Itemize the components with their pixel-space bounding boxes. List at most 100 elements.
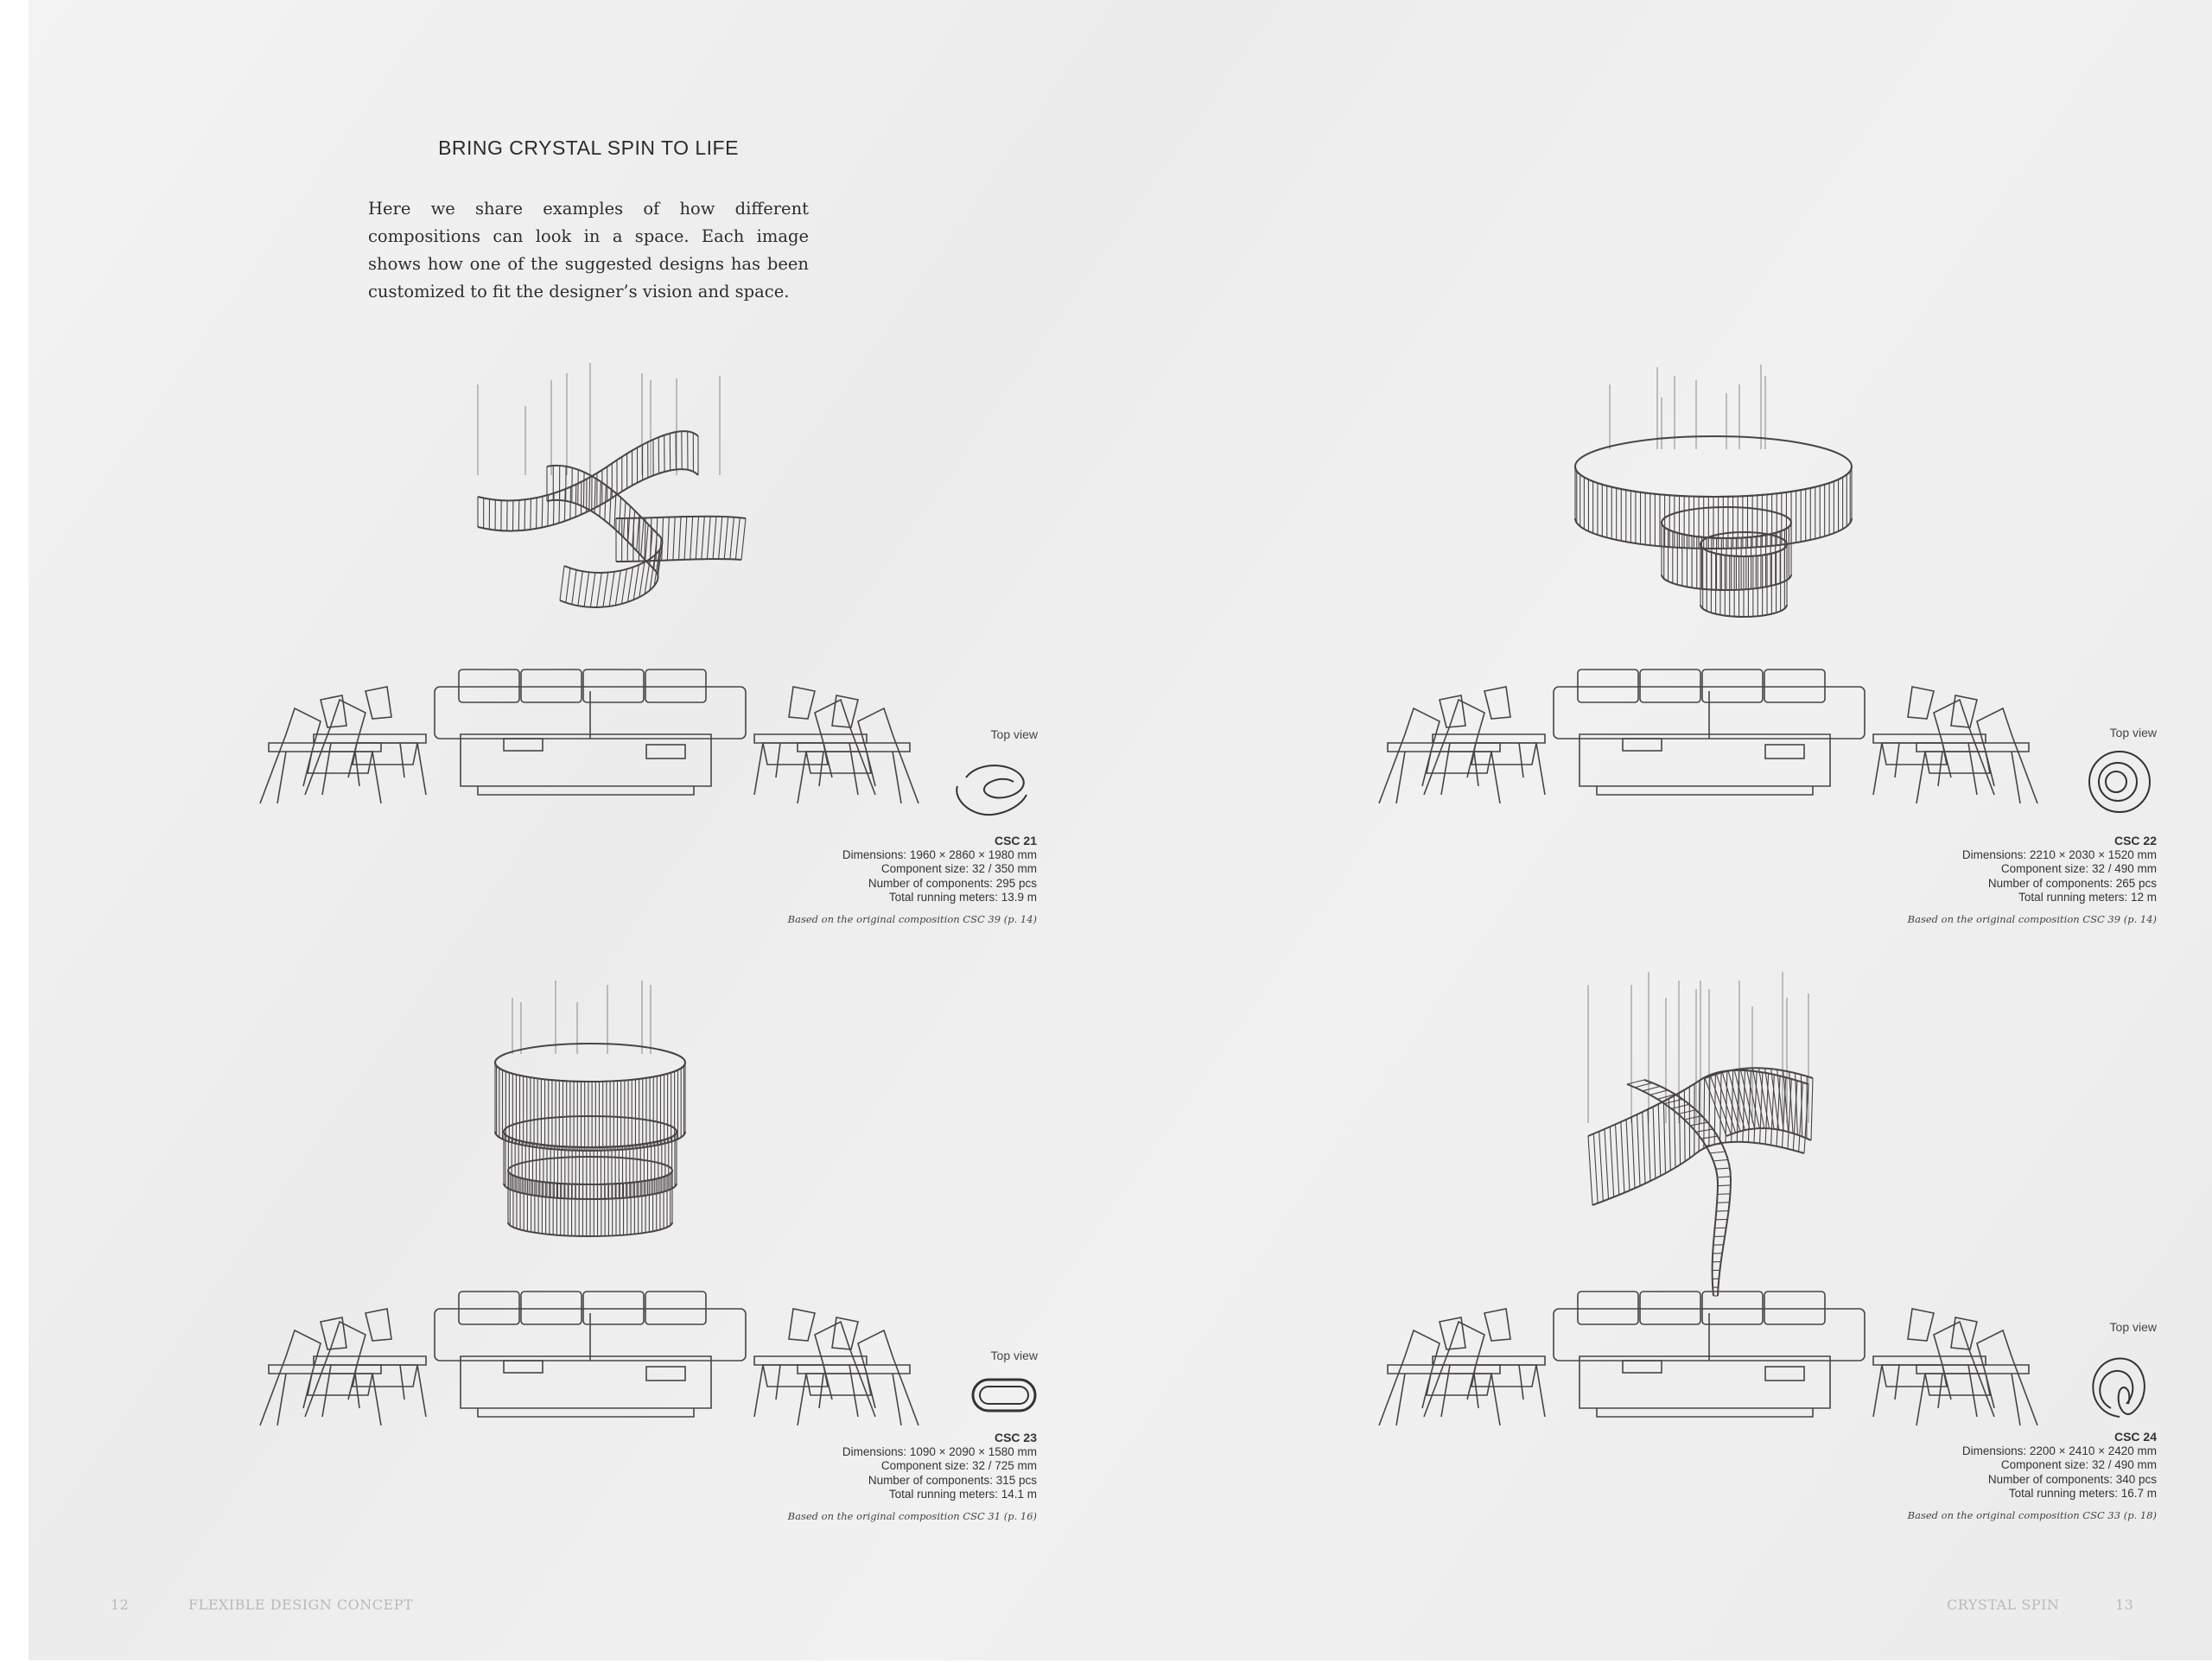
crystal-ribbon: [507, 1170, 673, 1237]
based-on-note: Based on the original composition CSC 31…: [787, 1509, 1037, 1522]
crystal-ribbon: [1704, 1067, 1814, 1141]
crystal-rod: [672, 517, 676, 561]
crystal-rod: [1787, 1078, 1792, 1149]
running-meters: Total running meters: 13.9 m: [888, 891, 1037, 904]
top-view-label: Top view: [990, 1349, 1038, 1362]
top-view-label: Top view: [2109, 1320, 2157, 1334]
crystal-rod: [1781, 1077, 1787, 1148]
crystal-rod: [1652, 1107, 1656, 1179]
spec-block-csc24: CSC 24 Dimensions: 2200 × 2410 × 2420 mm…: [1759, 1430, 2157, 1522]
furniture-group: [1378, 1291, 2038, 1426]
crystal-rod: [594, 478, 596, 513]
based-on-note: Based on the original composition CSC 39…: [1907, 912, 2157, 925]
crystal-rod: [1657, 1094, 1676, 1100]
armchair: [304, 1308, 427, 1418]
crystal-rod: [541, 496, 543, 528]
running-meters: Total running meters: 14.1 m: [888, 1488, 1037, 1501]
crystal-rod: [1713, 1158, 1728, 1162]
top-view-icon-csc22: [2088, 751, 2151, 813]
crystal-rod: [632, 564, 639, 600]
crystal-rod: [1783, 1070, 1789, 1133]
crystal-rod: [582, 472, 585, 507]
sofa: [1553, 669, 1866, 739]
component-size: Component size: 32 / 490 mm: [2000, 862, 2157, 875]
furniture-group: [259, 669, 919, 804]
top-view-icon-csc23: [971, 1378, 1037, 1412]
crystal-rod: [1599, 1131, 1604, 1202]
crystal-ribbon: [1626, 1079, 1732, 1297]
spec-block-csc23: CSC 23 Dimensions: 1090 × 2090 × 1580 mm…: [639, 1431, 1037, 1523]
crystal-rod: [723, 517, 729, 560]
brochure-spread: BRING CRYSTAL SPIN TO LIFE Here we share…: [29, 0, 2212, 1660]
crystal-rod: [583, 572, 590, 607]
crystal-rod: [1700, 1135, 1718, 1139]
crystal-rod: [1715, 1074, 1737, 1133]
chandelier-csc22: [1574, 365, 1853, 618]
crystal-rod: [1708, 1075, 1711, 1146]
crystal-rod: [1690, 1121, 1708, 1127]
top-view-icon-csc24: [2092, 1357, 2145, 1418]
crystal-rod: [653, 549, 660, 587]
left-page-number: 12: [111, 1596, 130, 1613]
crystal-rod: [1668, 1098, 1671, 1171]
crystal-rod: [1717, 1193, 1731, 1196]
composition-code: CSC 21: [994, 834, 1037, 847]
crystal-rod: [588, 474, 591, 511]
crystal-rod: [1710, 1076, 1732, 1135]
crystal-rod: [552, 492, 555, 525]
component-count: Number of components: 315 pcs: [868, 1473, 1037, 1487]
crystal-rod: [1587, 1135, 1593, 1206]
crystal-rod: [644, 558, 651, 594]
armchair: [1423, 1308, 1546, 1418]
composition-code: CSC 23: [994, 1431, 1037, 1444]
crystal-rod: [1721, 1072, 1741, 1132]
armchair: [753, 1308, 876, 1418]
crystal-rod: [602, 572, 609, 607]
crystal-ribbon: [494, 1062, 686, 1152]
furniture-group: [1378, 669, 2038, 804]
crystal-rod: [661, 517, 664, 561]
crystal-rod: [639, 562, 645, 598]
right-page-number: 13: [2115, 1596, 2134, 1613]
crystal-rod: [1634, 1082, 1653, 1089]
coffee-table: [1579, 1355, 1831, 1418]
crystal-rod: [636, 515, 640, 551]
crystal-rod: [613, 492, 617, 529]
crystal-rod: [1800, 1074, 1803, 1137]
crystal-rod: [632, 517, 635, 562]
crystal-rod: [1716, 1210, 1729, 1212]
crystal-rod: [1715, 1167, 1730, 1170]
crystal-rod: [1684, 1115, 1702, 1120]
scene-csc21-illustration: [259, 363, 919, 804]
crystal-rod: [1604, 1128, 1610, 1200]
crystal-rod: [729, 517, 734, 560]
top-view-label: Top view: [990, 727, 1038, 741]
crystal-rod: [608, 571, 615, 606]
component-count: Number of components: 340 pcs: [1987, 1472, 2157, 1486]
intro-paragraph: Here we share examples of how different …: [368, 199, 809, 301]
crystal-rod: [1719, 1071, 1722, 1144]
crystal-rod: [741, 517, 747, 561]
crystal-rod: [690, 516, 694, 560]
crystal-rod: [712, 516, 717, 560]
armchair: [304, 686, 427, 796]
crystal-rod: [734, 517, 741, 560]
top-view-icon-csc21: [956, 765, 1027, 816]
crystal-rod: [596, 572, 602, 608]
component-count: Number of components: 295 pcs: [868, 876, 1037, 890]
crystal-rod: [559, 565, 565, 601]
armchair: [797, 695, 919, 804]
crystal-rod: [1615, 1124, 1620, 1196]
chandelier-csc23: [494, 981, 686, 1237]
crystal-rod: [1626, 1079, 1645, 1085]
running-meters: Total running meters: 12 m: [2018, 891, 2157, 904]
crystal-rod: [1706, 1143, 1722, 1146]
page-heading: BRING CRYSTAL SPIN TO LIFE: [438, 136, 739, 159]
crystal-rod: [1745, 1068, 1760, 1129]
armchair: [1378, 1317, 1501, 1426]
crystal-rod: [1671, 1103, 1690, 1109]
top-view-label: Top view: [2109, 726, 2157, 739]
crystal-rod: [1592, 1133, 1599, 1203]
crystal-rod: [1637, 1114, 1641, 1186]
crystal-rod: [1776, 1076, 1781, 1146]
